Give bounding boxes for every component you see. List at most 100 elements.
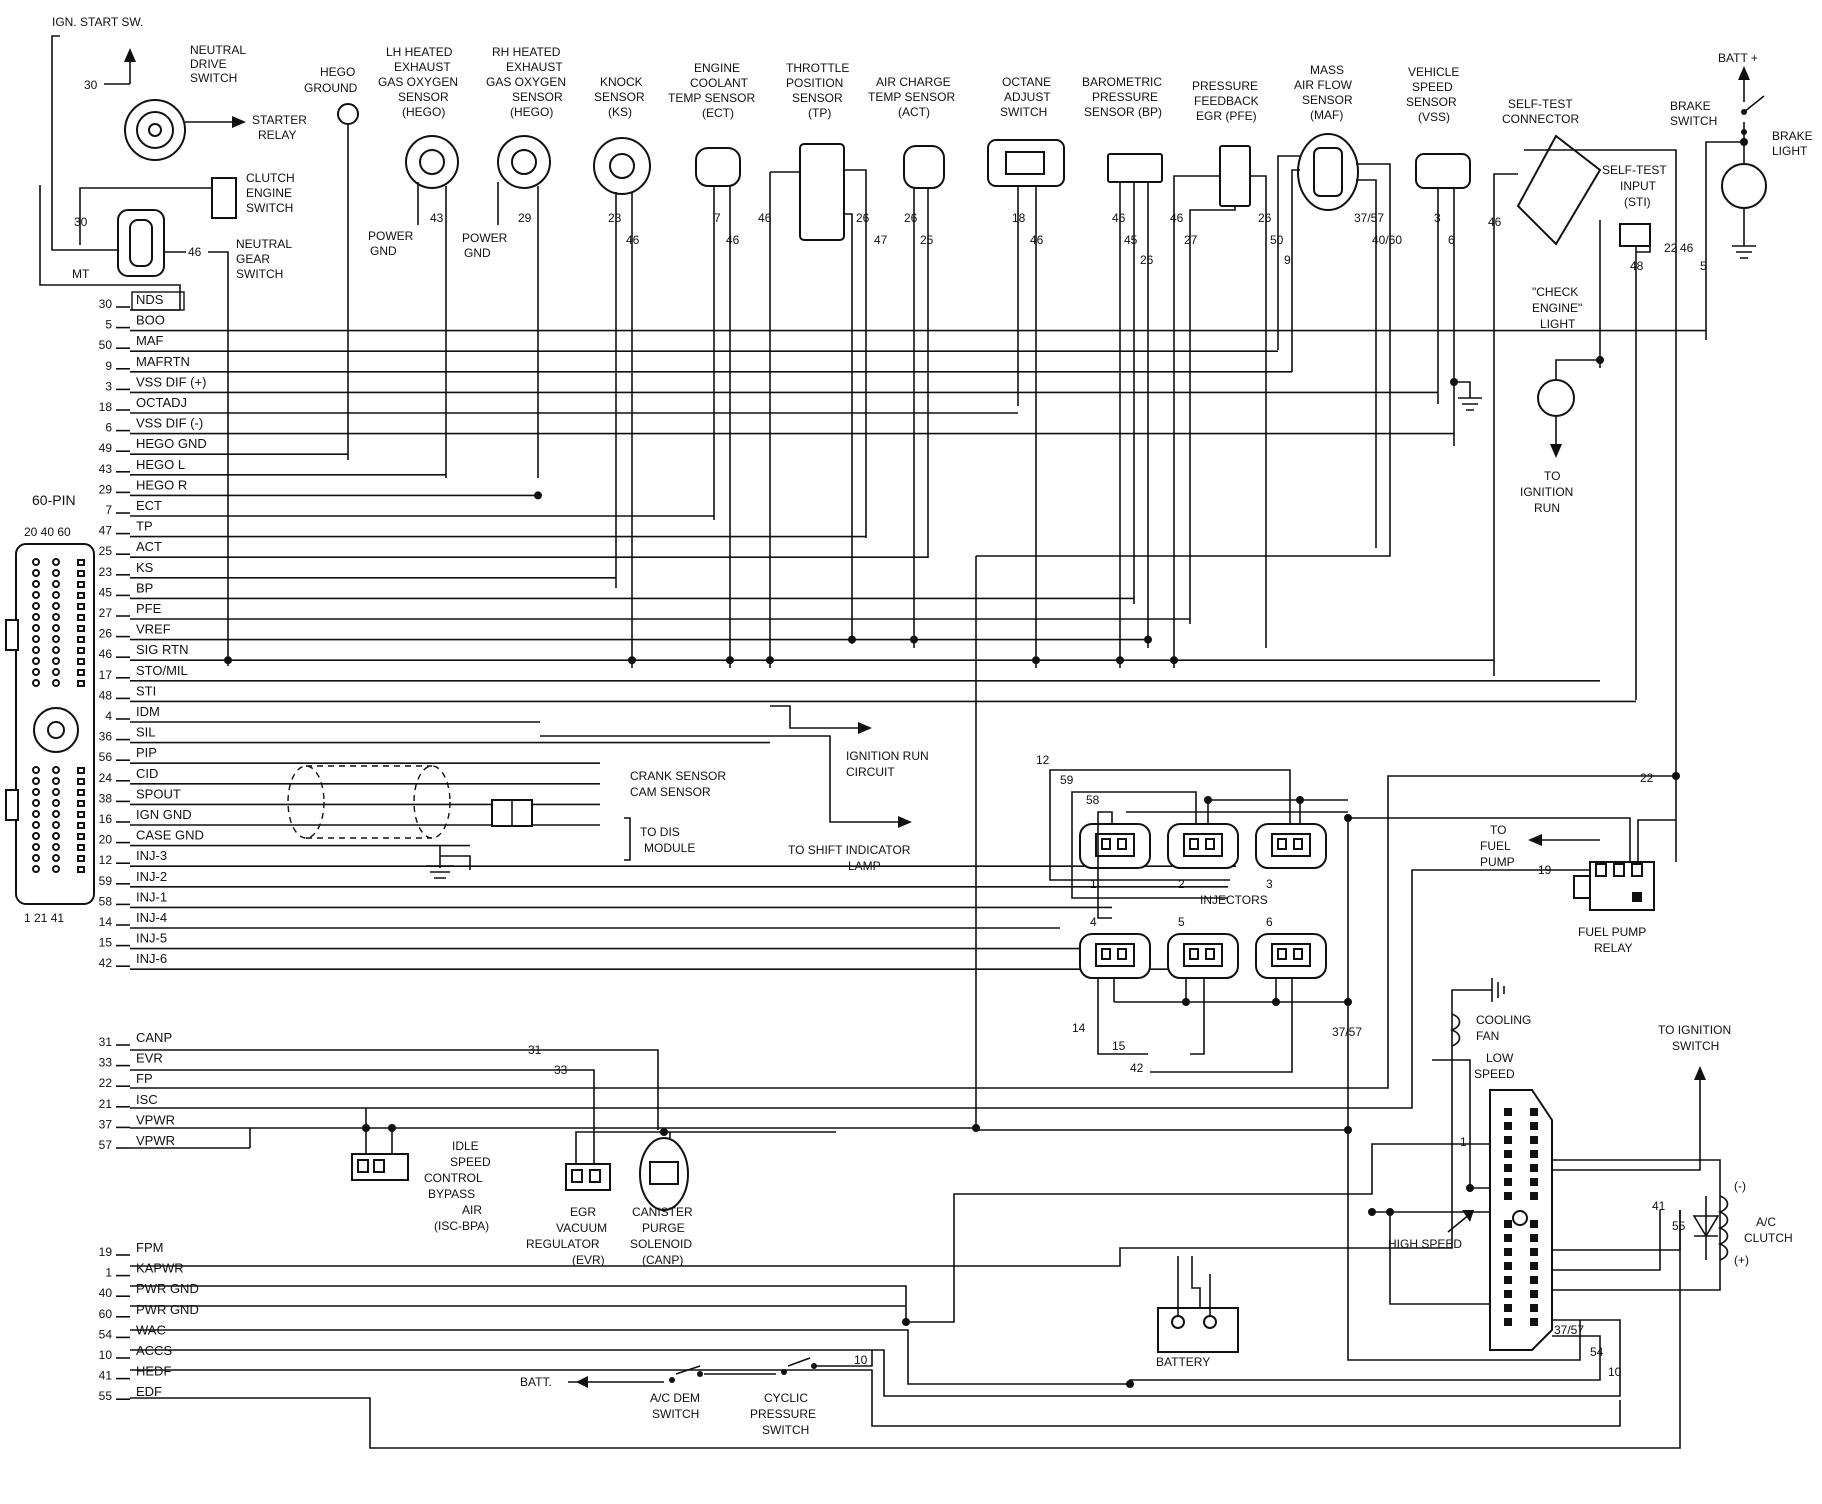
batt-plus-label: BATT + xyxy=(1718,51,1758,65)
wire-46e: 46 xyxy=(1112,211,1126,225)
cyclic-label-2: PRESSURE xyxy=(750,1407,816,1421)
ecu-pin-dot xyxy=(52,843,60,851)
evr-pin-b xyxy=(589,1169,601,1183)
injector-wire xyxy=(1049,769,1291,881)
fan-module-pin xyxy=(1504,1150,1512,1158)
act-label-1: AIR CHARGE xyxy=(876,75,951,89)
canp-label-2: PURGE xyxy=(642,1221,685,1235)
isc-bpa-pin-a xyxy=(357,1159,369,1173)
rh-hego-sensor-inner xyxy=(511,149,537,175)
cam-sensor-label: CAM SENSOR xyxy=(630,785,711,799)
ecu-pin-dot xyxy=(32,624,40,632)
ecu-pin-number: 9 xyxy=(105,359,112,373)
ecu-pin-slot xyxy=(77,669,85,676)
check-engine-label-3: LIGHT xyxy=(1540,317,1576,331)
injector-pin xyxy=(1205,838,1215,850)
edf-wire xyxy=(130,1210,1681,1449)
injector-pin xyxy=(1277,948,1287,960)
lh-hego-sensor-inner xyxy=(419,149,445,175)
evr-wire xyxy=(130,1069,595,1164)
ecu-pin-dot xyxy=(32,854,40,862)
ecu-pin-signal-label: EVR xyxy=(136,1051,163,1066)
lh-hego-label-5: (HEGO) xyxy=(402,105,445,119)
ecu-pin-dot xyxy=(52,569,60,577)
ecu-pin-dot xyxy=(52,646,60,654)
fan-module-pin xyxy=(1504,1108,1512,1116)
tp-vref-wire xyxy=(844,213,853,644)
maf-gnd-wire xyxy=(1356,179,1377,548)
ecu-pin-slot xyxy=(77,592,85,599)
ng-sig-rtn-wire xyxy=(208,251,229,666)
neutral-gear-switch-inner xyxy=(129,219,153,267)
fuel-pump-22-label: 22 xyxy=(1640,771,1654,785)
clutch-engine-switch-label-3: SWITCH xyxy=(246,201,293,215)
ecu-pin-number: 41 xyxy=(99,1369,113,1383)
ecu-pin-dot xyxy=(32,591,40,599)
pin-30-label-a: 30 xyxy=(84,78,98,92)
ecu-pin-number: 7 xyxy=(105,503,112,517)
ecu-pin-dot xyxy=(52,777,60,785)
ecu-pin-slot xyxy=(77,636,85,643)
bp-label-3: SENSOR (BP) xyxy=(1084,105,1162,119)
ecu-pin-dot xyxy=(52,766,60,774)
fan-module-pin xyxy=(1504,1192,1512,1200)
ecu-pin-dot xyxy=(32,810,40,818)
octane-label-2: ADJUST xyxy=(1004,90,1051,104)
ecu-pin-dot xyxy=(32,843,40,851)
ecu-pin-slot xyxy=(77,833,85,840)
brake-switch-label-2: SWITCH xyxy=(1670,114,1717,128)
clutch-engine-switch-connector xyxy=(211,177,237,219)
ecu-pin-slot xyxy=(77,800,85,807)
ecu-pin-slot xyxy=(77,811,85,818)
batt-label: BATT. xyxy=(520,1375,552,1389)
cyclic-label-3: SWITCH xyxy=(762,1423,809,1437)
fan-module-pin xyxy=(1530,1234,1538,1242)
fan-wire-55: 55 xyxy=(1672,1219,1686,1233)
ecu-pin-signal-label: CASE GND xyxy=(136,828,204,843)
ac-clutch-label-2: CLUTCH xyxy=(1744,1231,1793,1245)
ecu-pin-signal-label: PIP xyxy=(136,745,157,760)
ecu-pin-signal-label: HEGO R xyxy=(136,477,187,492)
ecu-pin-signal-label: KS xyxy=(136,560,154,575)
to-fuel-pump-label-2: FUEL xyxy=(1480,839,1511,853)
lh-hego-label-1: LH HEATED xyxy=(386,45,453,59)
neutral-drive-switch-label-3: SWITCH xyxy=(190,71,237,85)
vpwr-injector-bus xyxy=(1347,818,1581,1361)
injector-2: 2 xyxy=(1167,823,1239,891)
injector-5: 5 xyxy=(1167,915,1239,979)
twisted-pair-shield-left xyxy=(287,765,325,839)
injector-wire xyxy=(1190,978,1205,1055)
injector-pin xyxy=(1189,838,1199,850)
ecu-pin-signal-label: IDM xyxy=(136,704,160,719)
fan-module-pin xyxy=(1504,1164,1512,1172)
hego-r-junction xyxy=(534,491,542,500)
sti-label-3: (STI) xyxy=(1624,195,1651,209)
battery-neg-terminal xyxy=(1171,1315,1185,1329)
twisted-pair-shield-right xyxy=(413,765,451,839)
tp-label-3: SENSOR xyxy=(792,91,843,105)
injector-junction xyxy=(1272,998,1280,1006)
evr-label-1: EGR xyxy=(570,1205,596,1219)
ecu-pin-signal-label: VSS DIF (-) xyxy=(136,416,203,431)
ecu-pin-dot xyxy=(52,832,60,840)
clutch-wire xyxy=(79,187,212,245)
ecu-pin-slot xyxy=(77,625,85,632)
ecu-bottom-pin-numbers: 1 21 41 xyxy=(24,911,64,925)
brake-light-label-2: LIGHT xyxy=(1772,144,1808,158)
sti-label-2: INPUT xyxy=(1620,179,1657,193)
